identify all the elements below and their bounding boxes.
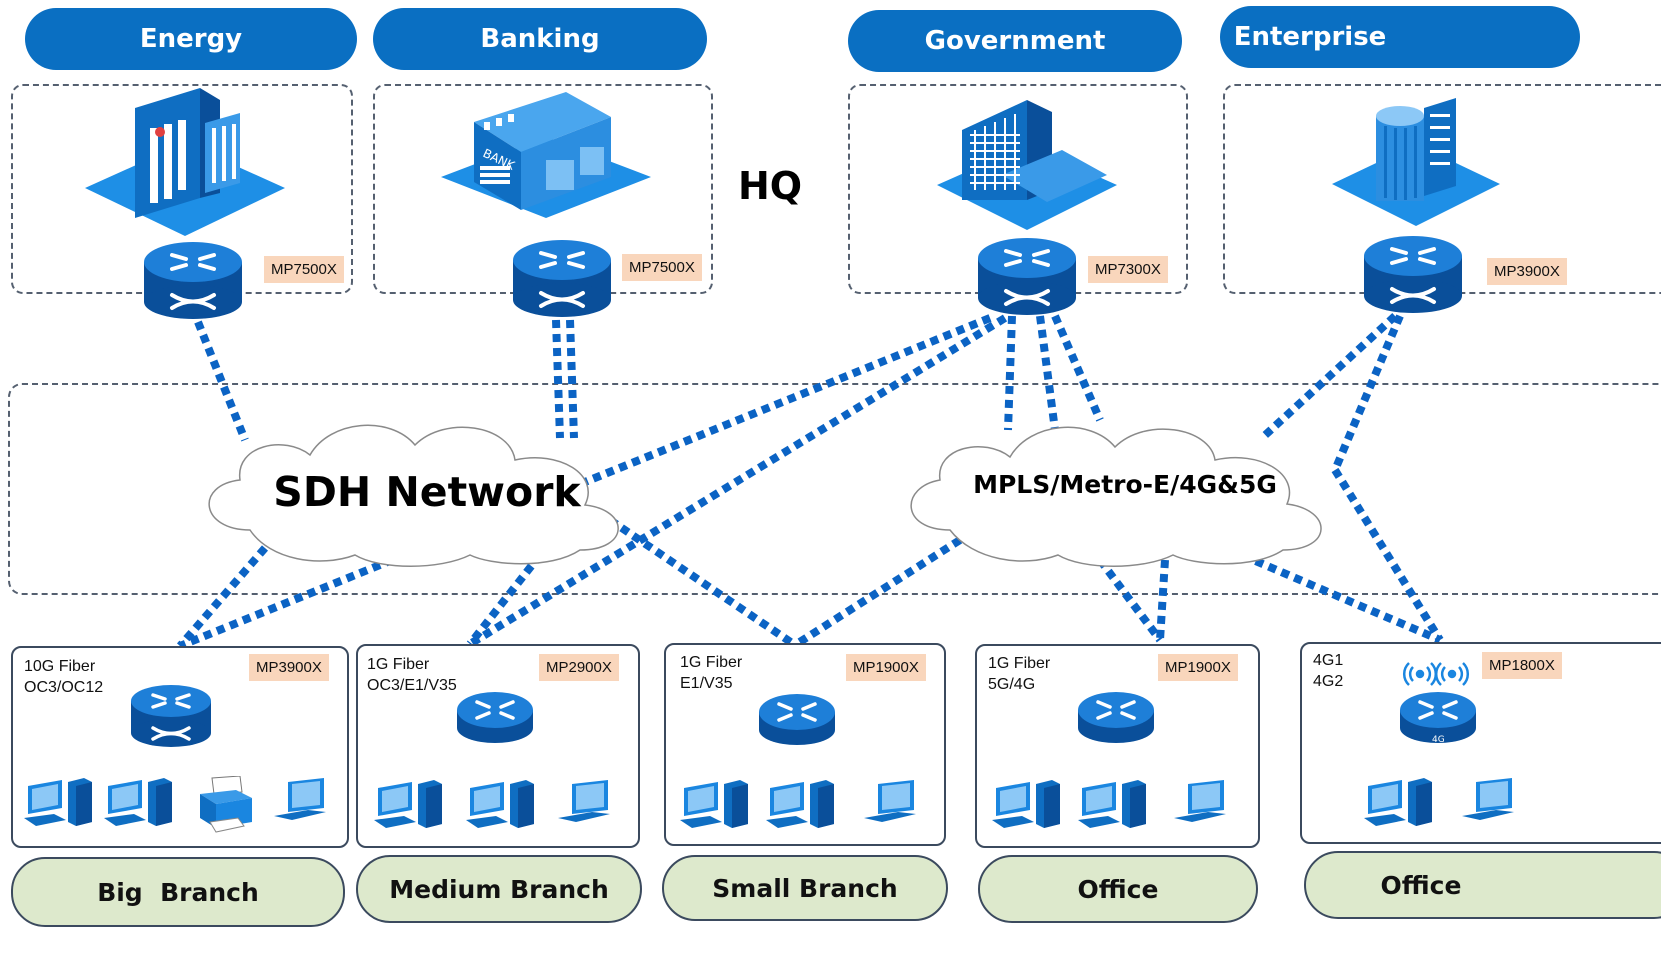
printer-icon xyxy=(200,776,252,833)
sector-label: Government xyxy=(924,26,1106,56)
branch-label-text: Small Branch xyxy=(712,873,898,903)
desktop-pc-icon xyxy=(374,780,442,828)
desktop-pc-icon xyxy=(992,780,1060,828)
desktop-pc-icon xyxy=(1364,778,1432,826)
connection-link xyxy=(176,545,269,649)
connection-link xyxy=(566,319,578,439)
branch-label-medium: Medium Branch xyxy=(356,855,642,923)
branch-label-big: Big Branch xyxy=(11,857,345,927)
laptop-icon xyxy=(558,780,610,822)
sdh-network-label: SDH Network xyxy=(273,468,581,516)
office-tower-icon xyxy=(937,100,1117,230)
model-tag: MP1800X xyxy=(1482,652,1562,679)
sector-pill-energy: Energy xyxy=(25,8,357,70)
branch-label-text: Medium Branch xyxy=(389,874,609,904)
connection-link xyxy=(1228,546,1442,644)
router-icon xyxy=(1078,692,1154,743)
connection-link xyxy=(194,320,249,442)
wireless-router-icon: 4G xyxy=(1400,662,1476,745)
router-icon xyxy=(131,685,211,747)
desktop-pc-icon xyxy=(24,778,92,826)
laptop-icon xyxy=(1174,780,1226,822)
model-tag: MP7500X xyxy=(622,254,702,281)
connection-link xyxy=(1036,315,1059,431)
sector-label: Enterprise xyxy=(1233,22,1387,52)
sector-pill-government: Government xyxy=(848,10,1182,72)
cloud-icon xyxy=(910,426,1322,567)
branch-label-text: Office xyxy=(1077,874,1159,904)
cloud-icon xyxy=(208,424,619,567)
router-icon xyxy=(144,242,242,319)
connection-link xyxy=(1156,559,1169,641)
laptop-icon xyxy=(864,780,916,822)
bank-icon: BANK xyxy=(441,92,651,218)
link-spec: 10G Fiber OC3/OC12 xyxy=(24,658,104,696)
model-tag: MP1900X xyxy=(846,654,926,681)
model-tag: MP1900X xyxy=(1158,654,1238,681)
mpls-network-label: MPLS/Metro-E/4G&5G xyxy=(973,470,1277,499)
laptop-icon xyxy=(1462,778,1514,820)
desktop-pc-icon xyxy=(680,780,748,828)
router-icon xyxy=(457,692,533,743)
desktop-pc-icon xyxy=(766,780,834,828)
desktop-pc-icon xyxy=(104,778,172,826)
router-icon xyxy=(759,694,835,745)
connection-link xyxy=(1004,315,1016,431)
building-icon xyxy=(85,88,285,236)
connection-link xyxy=(552,319,564,439)
hq-label: HQ xyxy=(738,164,803,208)
connection-link xyxy=(607,516,798,649)
connection-link xyxy=(467,314,1008,648)
branch-label-office-fiber: Office xyxy=(978,855,1258,923)
model-tag: MP7500X xyxy=(264,256,344,283)
connection-link xyxy=(1331,467,1444,643)
laptop-icon xyxy=(274,778,326,820)
branch-label-text: Big Branch xyxy=(97,877,259,907)
link-spec: 1G Fiber OC3/E1/V35 xyxy=(367,656,457,694)
sector-label: Energy xyxy=(139,24,243,54)
link-spec: 1G Fiber E1/V35 xyxy=(680,654,743,692)
sector-pill-banking: Banking xyxy=(373,8,707,70)
link-spec: 1G Fiber 5G/4G xyxy=(988,655,1051,693)
branch-label-small: Small Branch xyxy=(662,855,948,921)
desktop-pc-icon xyxy=(466,780,534,828)
glass-tower-icon xyxy=(1332,98,1500,226)
model-tag: MP3900X xyxy=(249,654,329,681)
link-spec: 4G1 4G2 xyxy=(1313,652,1344,690)
model-tag: MP7300X xyxy=(1088,256,1168,283)
model-tag: MP2900X xyxy=(539,654,619,681)
sector-label: Banking xyxy=(480,24,600,54)
connection-link xyxy=(1096,557,1164,643)
connection-link xyxy=(792,536,963,649)
router-icon xyxy=(513,240,611,317)
router-icon xyxy=(978,238,1076,315)
connection-link xyxy=(1259,313,1398,441)
desktop-pc-icon xyxy=(1078,780,1146,828)
model-tag: MP3900X xyxy=(1487,258,1567,285)
branch-label-text: Office xyxy=(1380,870,1462,900)
connection-link xyxy=(466,552,544,647)
router-tag: 4G xyxy=(1432,735,1445,745)
connection-link xyxy=(1051,314,1104,422)
router-icon xyxy=(1364,236,1462,313)
sector-pill-enterprise: Enterprise xyxy=(1220,6,1580,68)
branch-label-office-4g: Office xyxy=(1304,851,1661,919)
